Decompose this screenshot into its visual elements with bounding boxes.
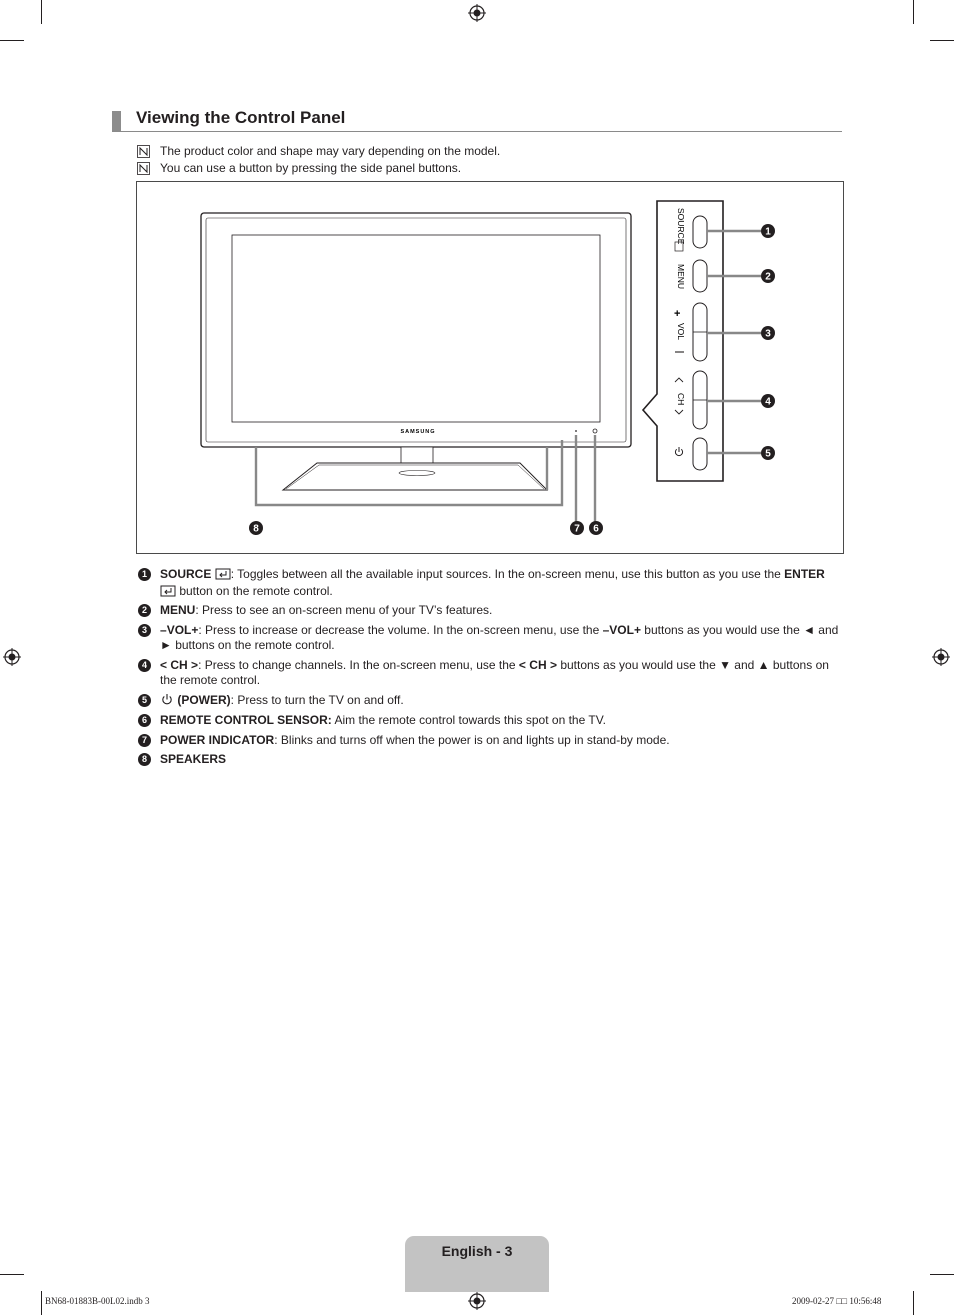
side-panel: SOURCE MENU + VOL CH — [641, 200, 724, 482]
item-text: : Toggles between all the available inpu… — [230, 567, 785, 581]
crop-mark — [913, 0, 914, 24]
menu-button-illustration — [692, 259, 708, 293]
item-key: ENTER — [784, 567, 825, 581]
control-panel-diagram: SAMSUNG — [136, 181, 844, 554]
item-number: 7 — [138, 734, 151, 747]
enter-icon — [215, 568, 231, 584]
power-icon — [160, 693, 174, 710]
list-item: 5 (POWER): Press to turn the TV on and o… — [138, 693, 843, 708]
remote-sensor-dot — [592, 428, 598, 434]
crop-mark — [930, 40, 954, 41]
item-text: : Press to increase or decrease the volu… — [198, 623, 603, 637]
item-text: buttons as you would use the ▼ and ▲ but… — [160, 658, 829, 687]
source-button-illustration — [692, 215, 708, 249]
tv-illustration: SAMSUNG — [200, 212, 632, 491]
panel-label-source: SOURCE — [676, 208, 686, 245]
callout-8 — [249, 521, 263, 535]
crop-mark — [0, 40, 24, 41]
svg-text:+: + — [674, 308, 680, 320]
callout-label: 5 — [765, 449, 771, 460]
title-marker — [112, 111, 121, 131]
list-item: 6 REMOTE CONTROL SENSOR: Aim the remote … — [138, 713, 843, 728]
item-number: 1 — [138, 568, 151, 581]
item-key: (POWER) — [177, 693, 231, 707]
item-key: POWER INDICATOR — [160, 733, 275, 747]
list-item: 7 POWER INDICATOR: Blinks and turns off … — [138, 733, 843, 748]
list-item: 1 SOURCE : Toggles between all the avail… — [138, 567, 843, 598]
registration-mark-icon — [932, 648, 950, 666]
note-text: The product color and shape may vary dep… — [160, 144, 501, 158]
power-icon — [674, 447, 684, 457]
callout-5 — [761, 446, 775, 460]
callout-label: 8 — [253, 524, 259, 535]
power-button-illustration — [692, 437, 708, 471]
item-number: 8 — [138, 753, 151, 766]
item-text: button on the remote control. — [176, 584, 333, 598]
item-text: : Blinks and turns off when the power is… — [274, 733, 670, 747]
item-text: Aim the remote control towards this spot… — [331, 713, 606, 727]
callout-label: 3 — [765, 329, 771, 340]
callout-label: 7 — [574, 524, 580, 535]
item-key: VOL — [166, 623, 192, 637]
item-number: 5 — [138, 694, 151, 707]
brand-logo: SAMSUNG — [400, 429, 435, 435]
crop-mark — [41, 0, 42, 24]
page-number-tab: English - 3 — [405, 1236, 549, 1292]
page-number: English - 3 — [441, 1243, 513, 1259]
item-key: MENU — [160, 603, 196, 617]
panel-label-menu: MENU — [676, 264, 686, 289]
callout-label: 1 — [765, 227, 771, 238]
callout-label: 4 — [765, 397, 771, 408]
item-key: REMOTE CONTROL SENSOR: — [160, 713, 332, 727]
crop-mark — [913, 1291, 914, 1315]
print-slug-right: 2009-02-27 □□ 10:56:48 — [792, 1296, 882, 1306]
page-title: Viewing the Control Panel — [136, 108, 346, 127]
section-header: Viewing the Control Panel — [112, 108, 842, 132]
callout-1 — [761, 224, 775, 238]
callout-label: 2 — [765, 272, 771, 283]
crop-mark — [0, 1274, 24, 1275]
callout-6 — [589, 521, 603, 535]
callout-2 — [761, 269, 775, 283]
item-key: VOL — [609, 623, 634, 637]
item-number: 3 — [138, 624, 151, 637]
panel-label-ch: CH — [676, 393, 686, 405]
note-icon — [137, 145, 150, 158]
item-number: 6 — [138, 714, 151, 727]
print-slug-left: BN68-01883B-00L02.indb 3 — [45, 1296, 150, 1306]
item-number: 2 — [138, 604, 151, 617]
callout-4 — [761, 394, 775, 408]
note-text: You can use a button by pressing the sid… — [160, 161, 462, 175]
list-item: 2 MENU: Press to see an on-screen menu o… — [138, 603, 843, 618]
item-number: 4 — [138, 659, 151, 672]
callout-label: 6 — [593, 524, 599, 535]
callout-3 — [761, 326, 775, 340]
item-text: : Press to see an on-screen menu of your… — [195, 603, 493, 617]
list-item: 3 –VOL+: Press to increase or decrease t… — [138, 623, 843, 653]
registration-mark-icon — [3, 648, 21, 666]
list-item: 8 SPEAKERS — [138, 752, 843, 767]
list-item: 4 < CH >: Press to change channels. In t… — [138, 658, 843, 688]
enter-icon — [160, 585, 176, 601]
power-indicator-light — [575, 430, 577, 432]
item-key: SOURCE — [160, 567, 212, 581]
registration-mark-icon — [468, 1292, 486, 1310]
item-key: SPEAKERS — [160, 752, 227, 766]
callout-7 — [570, 521, 584, 535]
note-icon — [137, 162, 150, 175]
panel-label-vol: VOL — [676, 323, 686, 340]
item-text: : Press to turn the TV on and off. — [230, 693, 404, 707]
item-text: buttons as you would use the ◄ and ► but… — [160, 623, 839, 652]
item-key: CH — [529, 658, 547, 672]
item-key: CH — [170, 658, 188, 672]
registration-mark-icon — [468, 4, 486, 22]
item-text: : Press to change channels. In the on-sc… — [198, 658, 519, 672]
crop-mark — [930, 1274, 954, 1275]
crop-mark — [41, 1291, 42, 1315]
